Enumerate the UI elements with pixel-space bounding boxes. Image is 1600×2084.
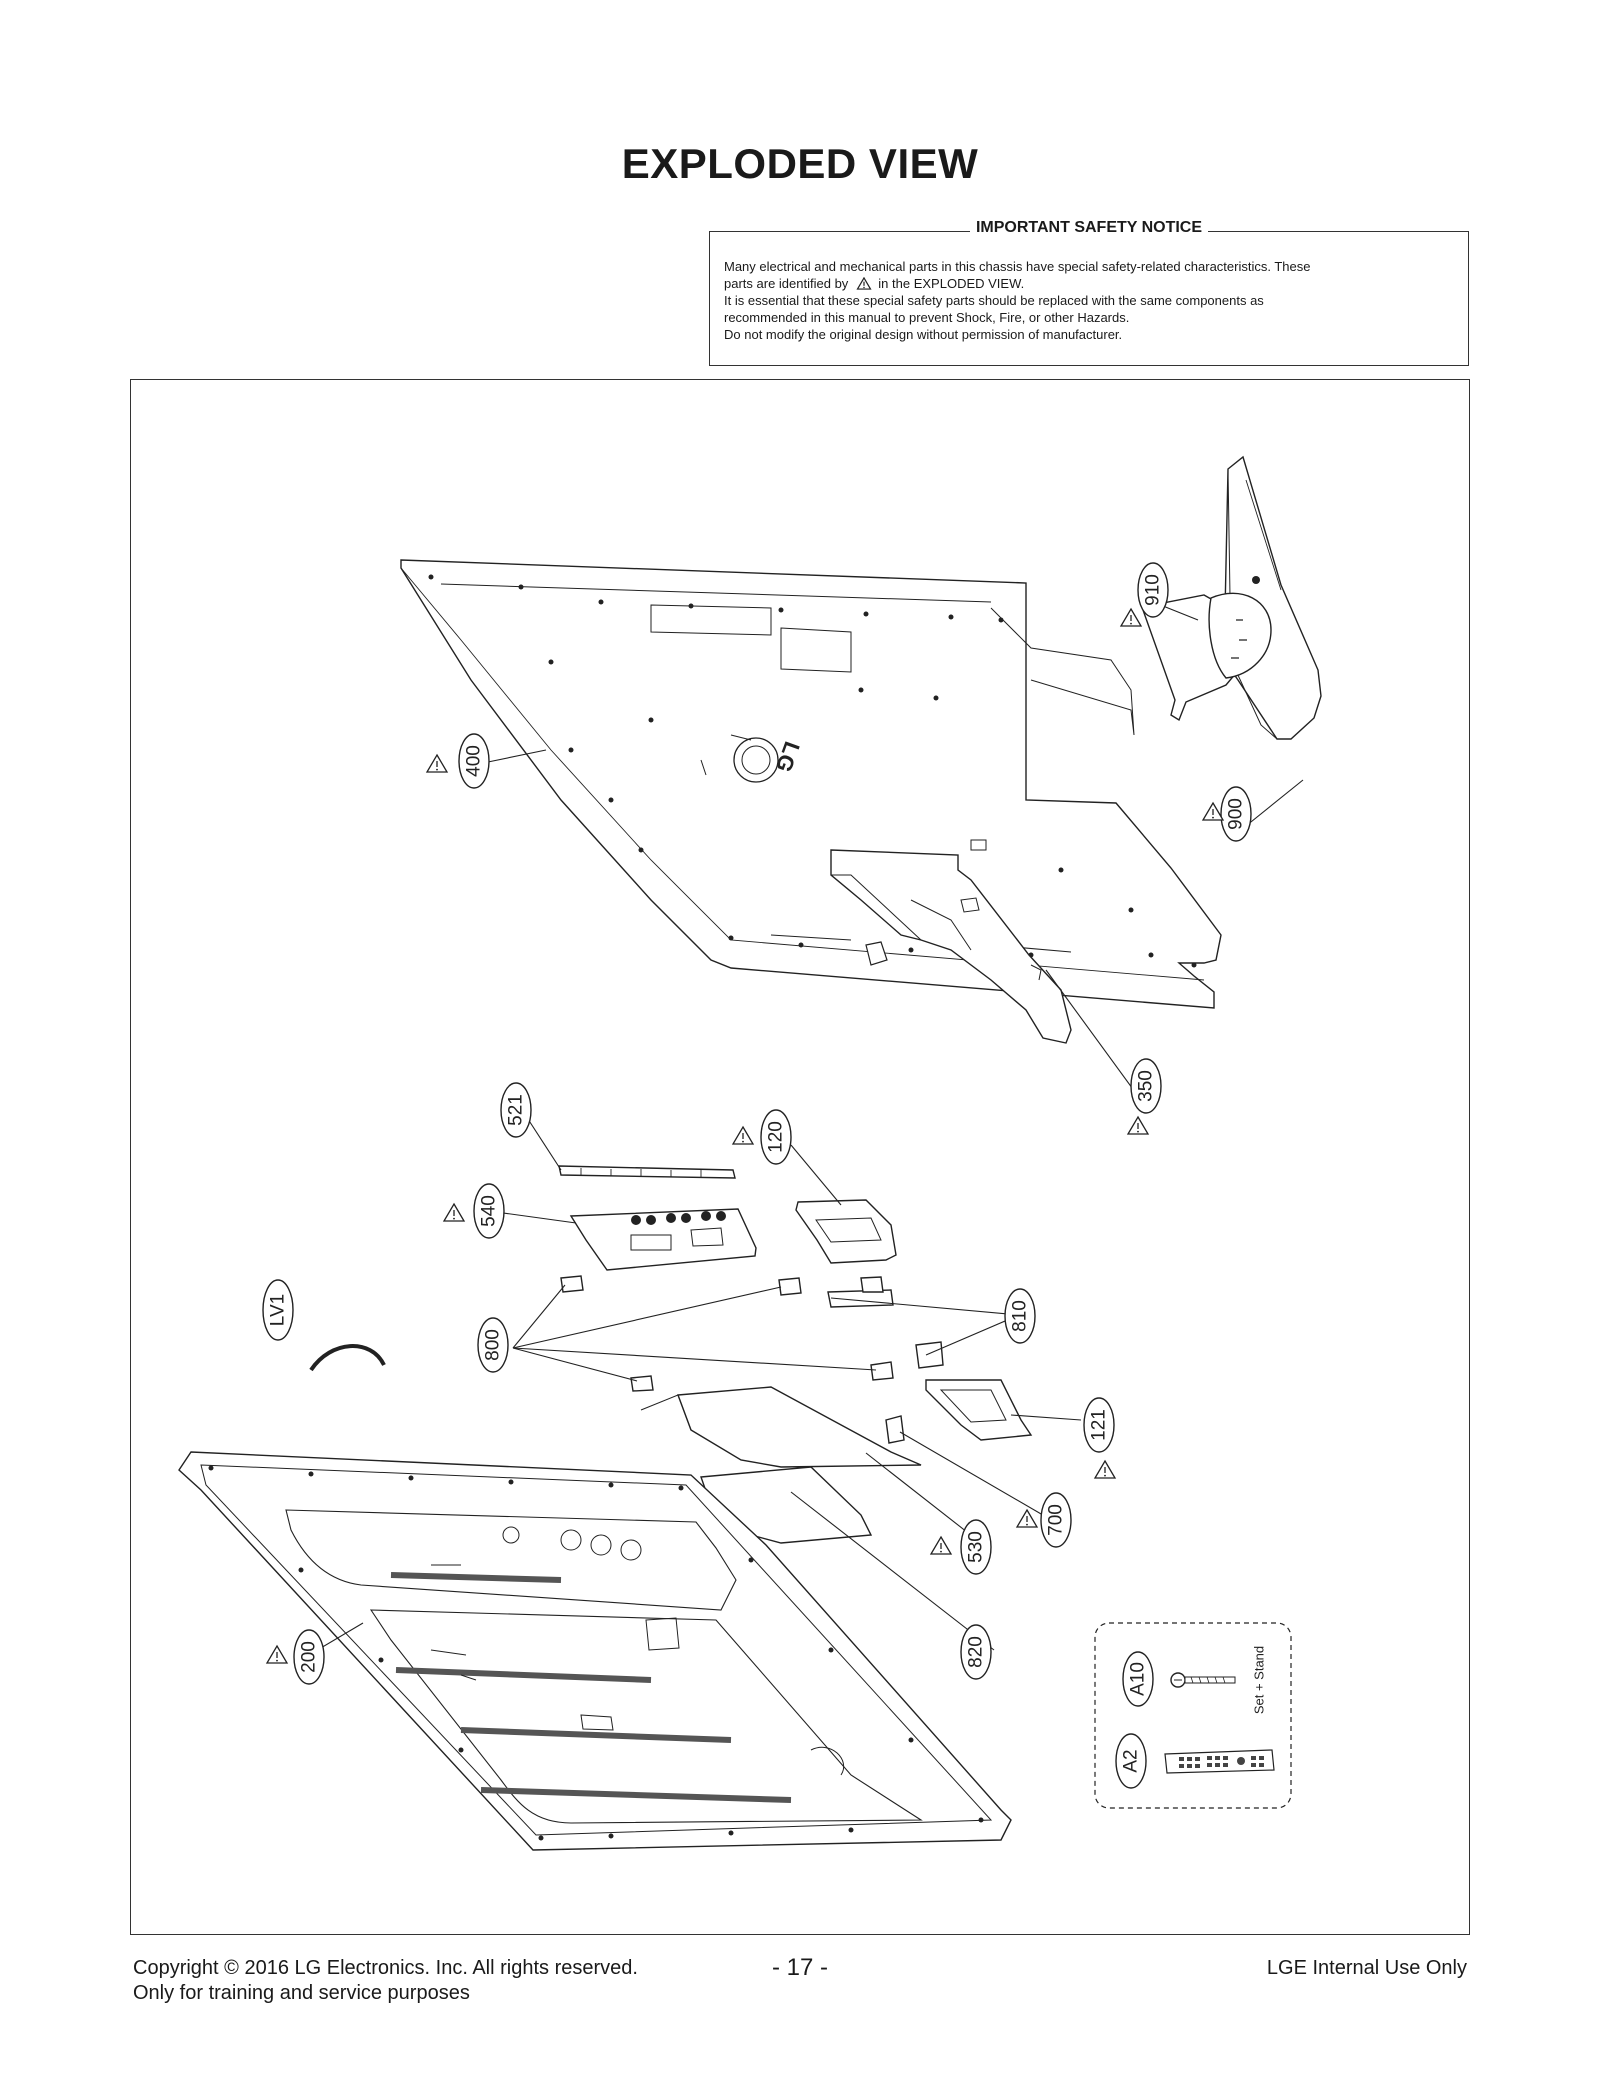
safety-notice-box: IMPORTANT SAFETY NOTICE Many electrical …: [709, 219, 1469, 366]
svg-text:900: 900: [1226, 798, 1247, 830]
svg-text:820: 820: [966, 1636, 987, 1668]
shield-plate-530: [640, 1386, 922, 1468]
callout-521: 521: [500, 1082, 532, 1138]
screw-a10-icon: [1170, 1672, 1236, 1688]
power-board-120: [795, 1199, 897, 1264]
notice-line-3: It is essential that these special safet…: [724, 293, 1264, 308]
svg-text:A10: A10: [1128, 1662, 1149, 1696]
callout-820: 820: [960, 1624, 992, 1680]
purpose-text: Only for training and service purposes: [133, 1982, 470, 2004]
leader-lines: [308, 601, 1304, 1656]
callout-900: 900: [1220, 786, 1252, 842]
callout-a10: A10: [1122, 1651, 1154, 1707]
exploded-view-drawing: LG: [178, 455, 1322, 1851]
notice-line-2-after: in the EXPLODED VIEW.: [878, 276, 1025, 291]
safety-mark-350-icon: [1127, 1116, 1149, 1135]
notice-line-2-before: parts are identified by: [724, 276, 849, 291]
accessory-note: Set + Stand: [1252, 1646, 1267, 1714]
callout-400: 400: [458, 733, 490, 789]
safety-mark-910-icon: [1120, 608, 1142, 627]
footer-copyright: Copyright © 2016 LG Electronics. Inc. Al…: [133, 1956, 638, 2006]
callout-540: 540: [473, 1183, 505, 1239]
page-number: - 17 -: [771, 1954, 828, 1981]
safety-mark-700-icon: [1016, 1509, 1038, 1528]
panel-200: [178, 1451, 1012, 1851]
svg-text:400: 400: [464, 745, 485, 777]
safety-notice-title-wrap: IMPORTANT SAFETY NOTICE: [710, 219, 1468, 237]
svg-text:540: 540: [479, 1195, 500, 1227]
callout-910: 910: [1137, 562, 1169, 618]
warning-triangle-icon: [856, 277, 872, 290]
callout-350: 350: [1130, 1058, 1162, 1114]
main-board-540: [569, 1208, 757, 1271]
callout-200: 200: [293, 1629, 325, 1685]
key-bar-521-buttons: [580, 1168, 702, 1177]
safety-mark-120-icon: [732, 1126, 754, 1145]
svg-text:120: 120: [766, 1121, 787, 1153]
key-bar-521: [558, 1165, 736, 1179]
safety-mark-121-icon: [1094, 1460, 1116, 1479]
svg-text:530: 530: [966, 1531, 987, 1563]
svg-text:121: 121: [1089, 1409, 1110, 1441]
svg-text:350: 350: [1136, 1070, 1157, 1102]
svg-text:810: 810: [1010, 1300, 1031, 1332]
tcon-121-810: [870, 1341, 1033, 1444]
internal-use-label: LGE Internal Use Only: [1266, 1957, 1467, 1979]
svg-text:A2: A2: [1121, 1749, 1142, 1772]
safety-notice-text: Many electrical and mechanical parts in …: [724, 258, 1454, 343]
clips-800: [560, 1275, 894, 1392]
back-cover-400: LG: [400, 559, 1222, 1009]
callout-a2: A2: [1115, 1733, 1147, 1789]
accessories-box: A10 Set + Stand A2: [1094, 1622, 1292, 1809]
safety-mark-540-icon: [443, 1203, 465, 1222]
callout-lv1: LV1: [262, 1279, 294, 1341]
bracket-350: [830, 849, 1072, 1044]
lv1-cable: [309, 1344, 386, 1372]
safety-notice-title: IMPORTANT SAFETY NOTICE: [969, 219, 1209, 236]
callout-810: 810: [1004, 1288, 1036, 1344]
safety-mark-200-icon: [266, 1645, 288, 1664]
callout-530: 530: [960, 1519, 992, 1575]
exploded-view-diagram: LG: [130, 379, 1470, 1935]
safety-mark-530-icon: [930, 1536, 952, 1555]
callout-800: 800: [477, 1317, 509, 1373]
copyright-text: Copyright © 2016 LG Electronics. Inc. Al…: [133, 1957, 638, 1979]
remote-control-icon: [1164, 1749, 1275, 1774]
svg-text:700: 700: [1046, 1504, 1067, 1536]
svg-text:200: 200: [299, 1641, 320, 1673]
callout-120: 120: [760, 1109, 792, 1165]
svg-text:521: 521: [506, 1094, 527, 1126]
callout-121: 121: [1083, 1397, 1115, 1453]
notice-line-1: Many electrical and mechanical parts in …: [724, 259, 1311, 274]
page-title: EXPLODED VIEW: [621, 140, 979, 187]
notice-line-2: parts are identified by in the EXPLODED V…: [724, 275, 1454, 292]
stand-900-910: [1142, 455, 1322, 740]
safety-mark-900-icon: [1202, 802, 1224, 821]
notice-line-5: Do not modify the original design withou…: [724, 327, 1123, 342]
svg-text:910: 910: [1143, 574, 1164, 606]
safety-mark-400-icon: [426, 754, 448, 773]
svg-text:800: 800: [483, 1329, 504, 1361]
svg-text:LV1: LV1: [268, 1294, 289, 1326]
notice-line-4: recommended in this manual to prevent Sh…: [724, 310, 1130, 325]
callout-700: 700: [1040, 1492, 1072, 1548]
